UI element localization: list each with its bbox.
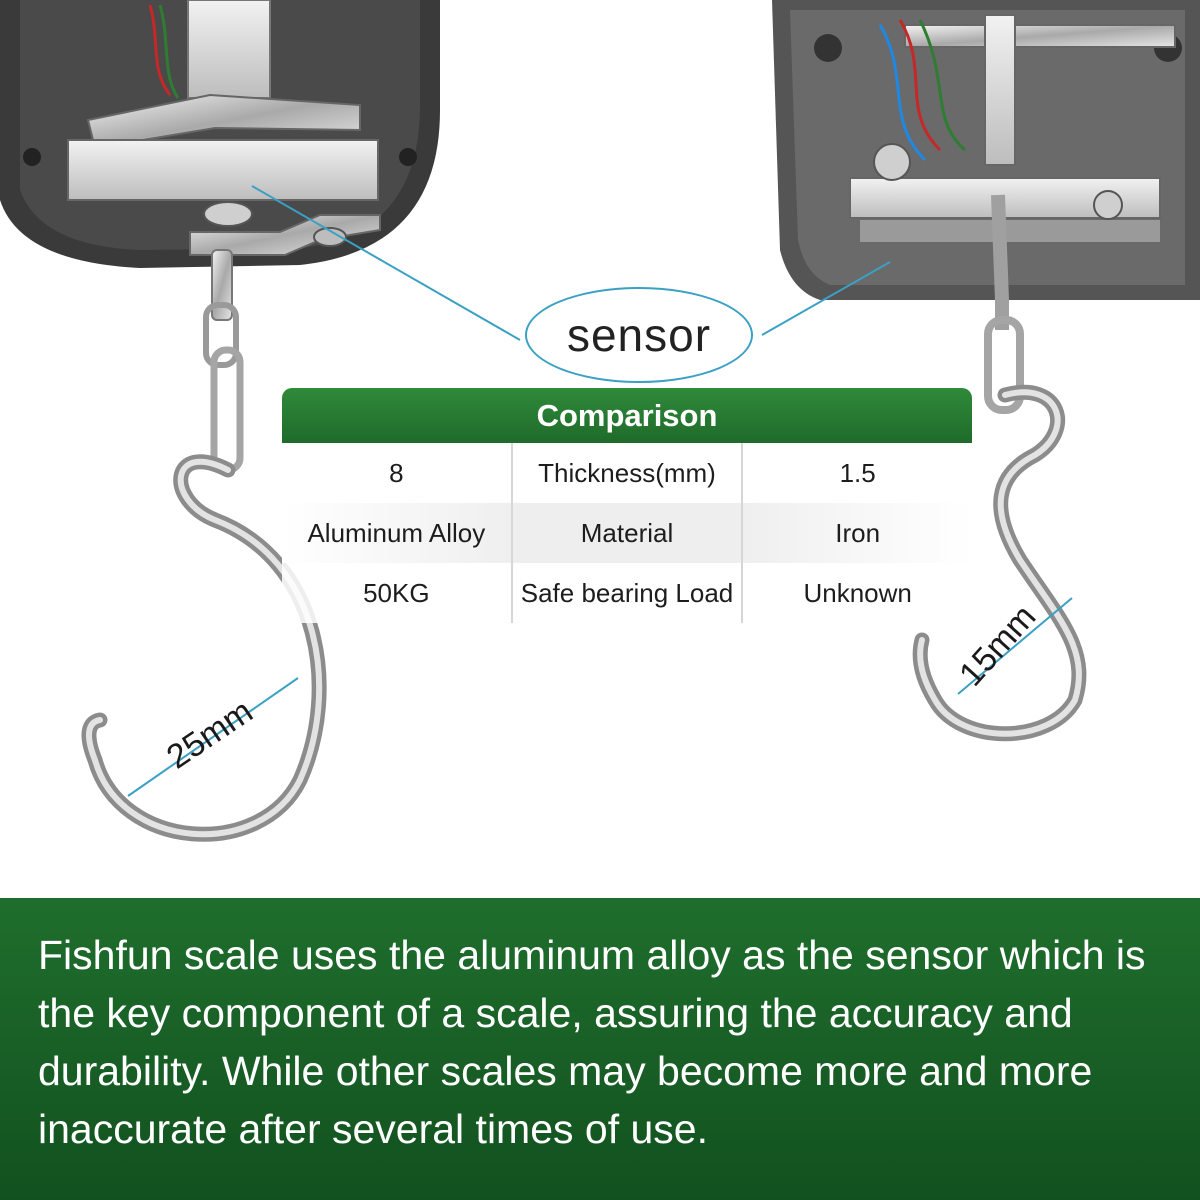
description-text: Fishfun scale uses the aluminum alloy as…: [38, 932, 1146, 1152]
table-row: 50KG Safe bearing Load Unknown: [282, 563, 972, 623]
cell-other-value: 1.5: [839, 457, 876, 488]
comparison-table: Comparison 8 Thickness(mm) 1.5 Aluminum …: [282, 388, 972, 623]
cell-other-value: Unknown: [803, 577, 912, 608]
callout-leader-right: [761, 261, 891, 336]
left-scale-photo: [0, 0, 440, 842]
cell-fishfun-value: 8: [389, 457, 404, 488]
cell-fishfun-value: 50KG: [363, 577, 430, 608]
sensor-callout: sensor: [525, 287, 753, 383]
sensor-label: sensor: [566, 309, 712, 361]
cell-other-value: Iron: [835, 517, 881, 548]
right-scale-photo: [772, 0, 1200, 742]
table-row: Aluminum Alloy Material Iron: [282, 503, 972, 563]
product-photos: [0, 0, 1200, 842]
callout-leader-left: [251, 185, 521, 341]
table-row: 8 Thickness(mm) 1.5: [282, 443, 972, 503]
comparison-title: Comparison: [282, 388, 972, 443]
cell-attribute: Safe bearing Load: [510, 563, 744, 623]
cell-fishfun-value: Aluminum Alloy: [307, 517, 486, 548]
description-banner: Fishfun scale uses the aluminum alloy as…: [0, 898, 1200, 1200]
cell-attribute: Material: [510, 503, 744, 563]
cell-attribute: Thickness(mm): [510, 443, 744, 503]
